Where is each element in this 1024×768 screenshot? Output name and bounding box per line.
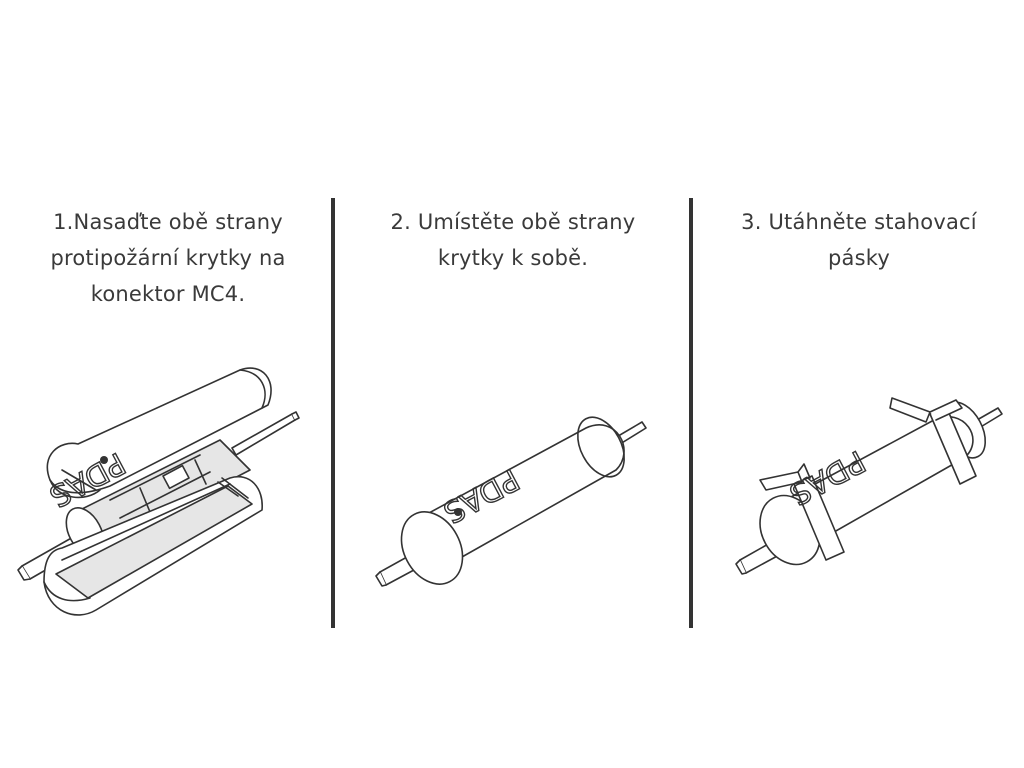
step-3-panel: 3. Utáhněte stahovací pásky PDAS [694,0,1024,768]
step-2-panel: 2. Umístěte obě strany krytky k sobě. PD… [336,0,690,768]
closed-fire-cover-illustration: PDAS [375,416,647,587]
step-3-line-2: pásky [828,246,890,270]
strapped-fire-cover-illustration: PDAS [735,397,1003,575]
step-2-instruction: 2. Umístěte obě strany krytky k sobě. [336,204,690,276]
step-1-line-3: konektor MC4. [90,282,246,306]
screw-icon [100,456,108,464]
step-2-line-1: 2. Umístěte obě strany [390,210,636,234]
step-1-panel: 1.Nasaďte obě strany protipožární krytky… [0,0,332,768]
step-1-line-2: protipožární krytky na [50,246,286,270]
open-fire-cover-illustration: PDAS [17,367,300,616]
step-3-instruction: 3. Utáhněte stahovací pásky [694,204,1024,276]
divider-2 [689,198,693,628]
step-3-line-1: 3. Utáhněte stahovací [741,210,977,234]
screw-icon [454,508,462,516]
step-1-instruction: 1.Nasaďte obě strany protipožární krytky… [14,204,322,312]
divider-1 [331,198,335,628]
step-1-line-1: 1.Nasaďte obě strany [53,210,283,234]
step-2-line-2: krytky k sobě. [437,246,589,270]
